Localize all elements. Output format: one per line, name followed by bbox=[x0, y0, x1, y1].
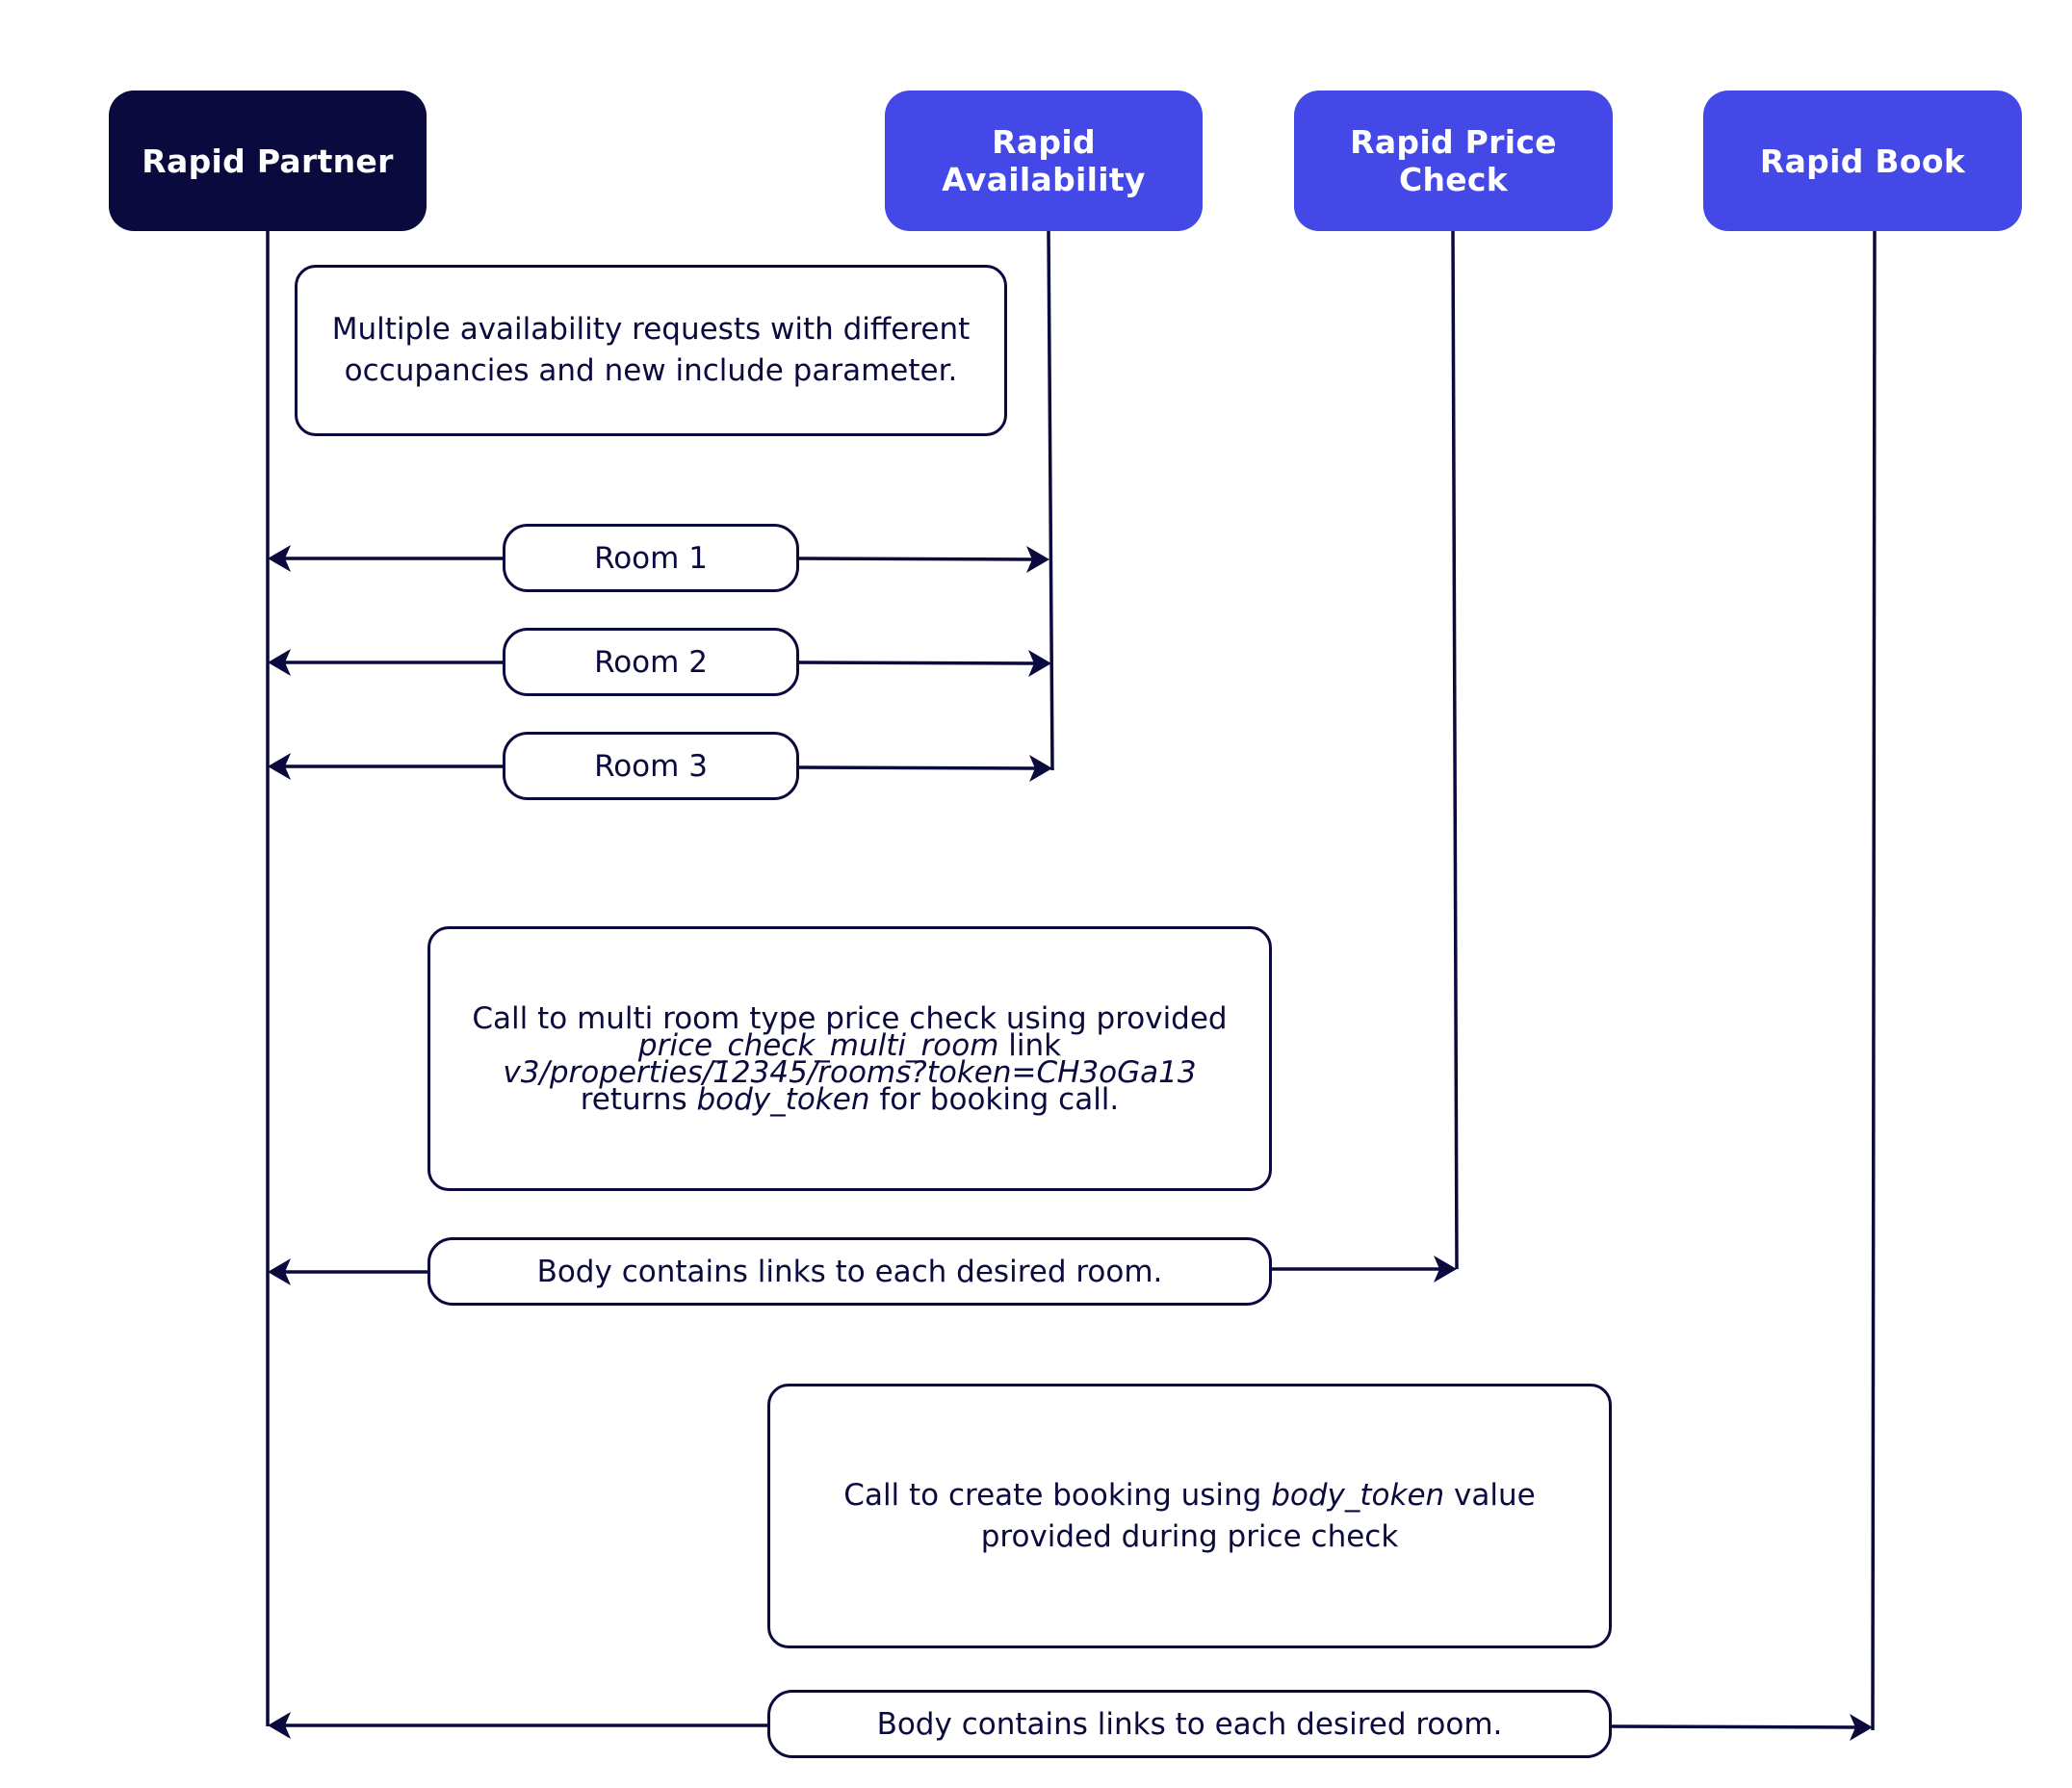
book-body-arrowhead-right bbox=[1850, 1714, 1873, 1741]
actor-rapid-partner-label: Rapid Partner bbox=[142, 142, 394, 180]
room2-arrow-right-line bbox=[798, 661, 1040, 665]
actor-rapid-price-check: Rapid Price Check bbox=[1294, 91, 1613, 231]
room2-arrowhead-right bbox=[1028, 650, 1051, 677]
book-body-arrow-right-line bbox=[1610, 1724, 1861, 1729]
note-price-check-body-token: body_token bbox=[696, 1081, 870, 1117]
actor-rapid-price-check-label: Rapid Price Check bbox=[1350, 123, 1557, 198]
note-availability-line2: occupancies and new include parameter. bbox=[344, 353, 958, 388]
message-price-check-body: Body contains links to each desired room… bbox=[427, 1237, 1272, 1306]
room3-arrowhead-left bbox=[268, 753, 291, 780]
message-book-body: Body contains links to each desired room… bbox=[767, 1690, 1612, 1758]
price-body-arrowhead-left bbox=[268, 1258, 291, 1285]
book-body-arrowhead-left bbox=[268, 1712, 291, 1739]
note-price-check-line4-pre: returns bbox=[580, 1081, 697, 1117]
actor-rapid-availability: Rapid Availability bbox=[885, 91, 1203, 231]
room1-arrowhead-right bbox=[1026, 546, 1049, 573]
note-price-check-line3: v3/properties/12345/rooms?token=CH3oGa13 bbox=[472, 1057, 1227, 1087]
message-room-2: Room 2 bbox=[503, 628, 799, 696]
note-booking-line1: Call to create booking using body_token … bbox=[843, 1475, 1535, 1516]
message-room-2-label: Room 2 bbox=[594, 644, 708, 680]
message-room-1-label: Room 1 bbox=[594, 540, 708, 576]
note-price-check-line4: returns body_token for booking call. bbox=[472, 1084, 1227, 1114]
note-availability-line1: Multiple availability requests with diff… bbox=[331, 312, 971, 347]
note-booking-line1-pre: Call to create booking using bbox=[843, 1477, 1272, 1513]
room2-arrowhead-left bbox=[268, 649, 291, 676]
note-create-booking: Call to create booking using body_token … bbox=[767, 1384, 1612, 1648]
note-price-check-line2: price_check_multi_room link bbox=[472, 1030, 1227, 1060]
note-availability-requests: Multiple availability requests with diff… bbox=[295, 265, 1007, 436]
note-price-check-call: Call to multi room type price check usin… bbox=[427, 926, 1272, 1191]
message-price-check-body-label: Body contains links to each desired room… bbox=[536, 1254, 1163, 1289]
note-price-check-line2-rest: link bbox=[998, 1027, 1062, 1063]
price-body-arrowhead-right bbox=[1434, 1256, 1457, 1283]
note-booking-line1-post: value bbox=[1444, 1477, 1536, 1513]
room3-arrow-right-line bbox=[798, 765, 1041, 770]
actor-rapid-book: Rapid Book bbox=[1703, 91, 2022, 231]
message-room-1: Room 1 bbox=[503, 524, 799, 592]
message-room-3: Room 3 bbox=[503, 732, 799, 800]
message-book-body-label: Body contains links to each desired room… bbox=[876, 1706, 1503, 1742]
note-booking-body-token: body_token bbox=[1271, 1477, 1445, 1513]
actor-rapid-partner: Rapid Partner bbox=[109, 91, 427, 231]
note-price-check-line4-post: for booking call. bbox=[869, 1081, 1120, 1117]
lifeline-availability bbox=[1047, 228, 1054, 771]
actor-rapid-book-label: Rapid Book bbox=[1759, 142, 1966, 180]
room1-arrow-right-line bbox=[798, 557, 1038, 561]
message-room-3-label: Room 3 bbox=[594, 748, 708, 784]
note-price-check-line1: Call to multi room type price check usin… bbox=[472, 1000, 1228, 1036]
note-price-check-link-name: price_check_multi_room bbox=[637, 1027, 999, 1063]
note-booking-line2: provided during price check bbox=[980, 1518, 1399, 1554]
lifeline-price-check bbox=[1451, 228, 1459, 1270]
actor-rapid-availability-label: Rapid Availability bbox=[942, 123, 1146, 198]
lifeline-book bbox=[1871, 228, 1877, 1731]
note-price-check-url: v3/properties/12345/rooms?token=CH3oGa13 bbox=[503, 1054, 1197, 1090]
room1-arrowhead-left bbox=[268, 545, 291, 572]
room3-arrowhead-right bbox=[1029, 755, 1052, 782]
